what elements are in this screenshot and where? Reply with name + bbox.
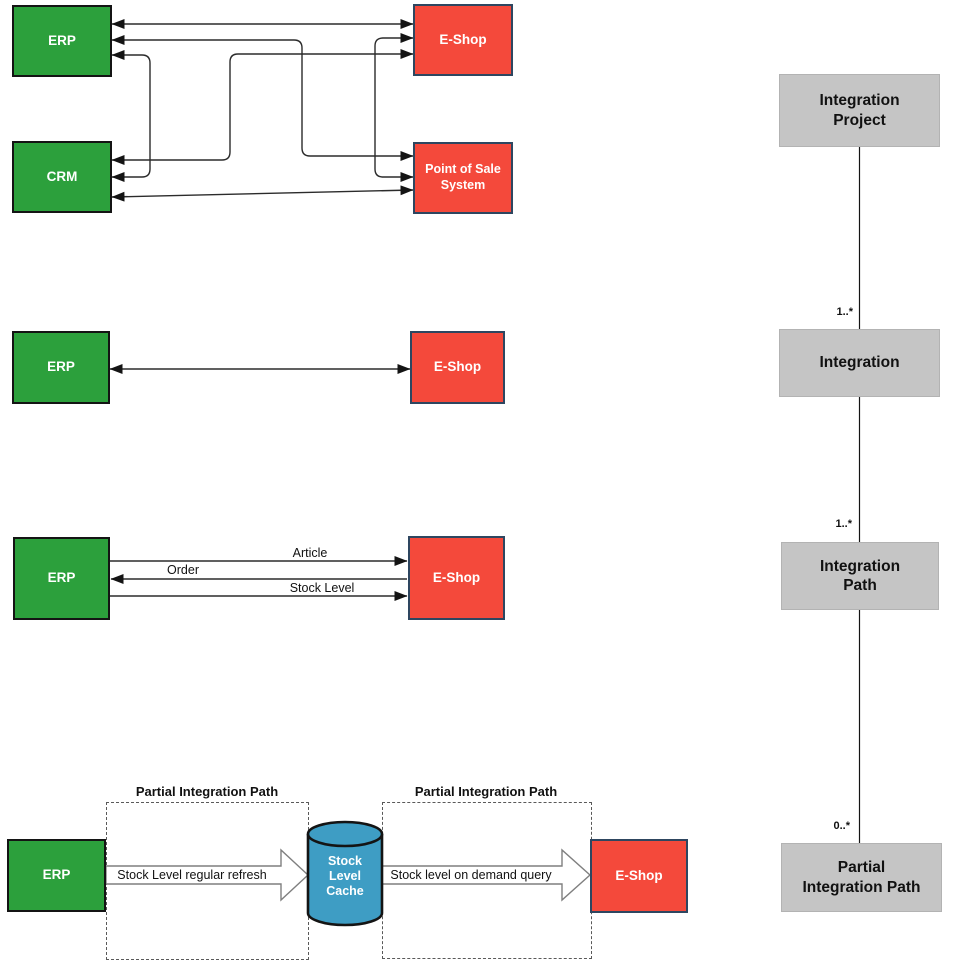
flow-label-stock-level: Stock Level: [289, 581, 355, 595]
node-eshop-2: E-Shop: [410, 331, 505, 404]
connector-crm-pos: [111, 185, 414, 202]
flow-label-article: Article: [292, 546, 328, 560]
node-eshop-3: E-Shop: [408, 536, 505, 620]
partial-path-title-left: Partial Integration Path: [135, 784, 279, 799]
block-arrow-label-left: Stock Level regular refresh: [117, 868, 267, 882]
multiplicity-integration: 1..*: [836, 306, 853, 318]
connector-crm-eshop: [111, 49, 414, 165]
node-erp-1: ERP: [12, 5, 112, 77]
hierarchy-box-integration-path: Integration Path: [781, 542, 939, 610]
connector-erp-crm: [111, 50, 151, 182]
node-pos: Point of Sale System: [413, 142, 513, 214]
node-eshop-1: E-Shop: [413, 4, 513, 76]
node-erp-2: ERP: [12, 331, 110, 404]
block-arrow-on-demand-query: [381, 848, 592, 902]
partial-path-title-right: Partial Integration Path: [414, 784, 558, 799]
hierarchy-box-integration: Integration: [779, 329, 940, 397]
node-eshop-4: E-Shop: [590, 839, 688, 913]
block-arrow-regular-refresh: [105, 848, 310, 902]
multiplicity-partial-integration-path: 0..*: [833, 820, 850, 832]
node-erp-3: ERP: [13, 537, 110, 620]
block-arrow-label-right: Stock level on demand query: [390, 868, 552, 882]
cylinder-stock-level-cache: [306, 820, 384, 927]
multiplicity-integration-path: 1..*: [835, 518, 852, 530]
cylinder-label: Stock Level Cache: [326, 853, 364, 898]
hierarchy-box-integration-project: Integration Project: [779, 74, 940, 147]
node-crm: CRM: [12, 141, 112, 213]
connector-erp-pos: [111, 35, 414, 161]
node-erp-4: ERP: [7, 839, 106, 912]
hierarchy-box-partial-integration-path: Partial Integration Path: [781, 843, 942, 912]
flow-label-order: Order: [167, 563, 199, 577]
connector-eshop-pos: [374, 33, 414, 182]
